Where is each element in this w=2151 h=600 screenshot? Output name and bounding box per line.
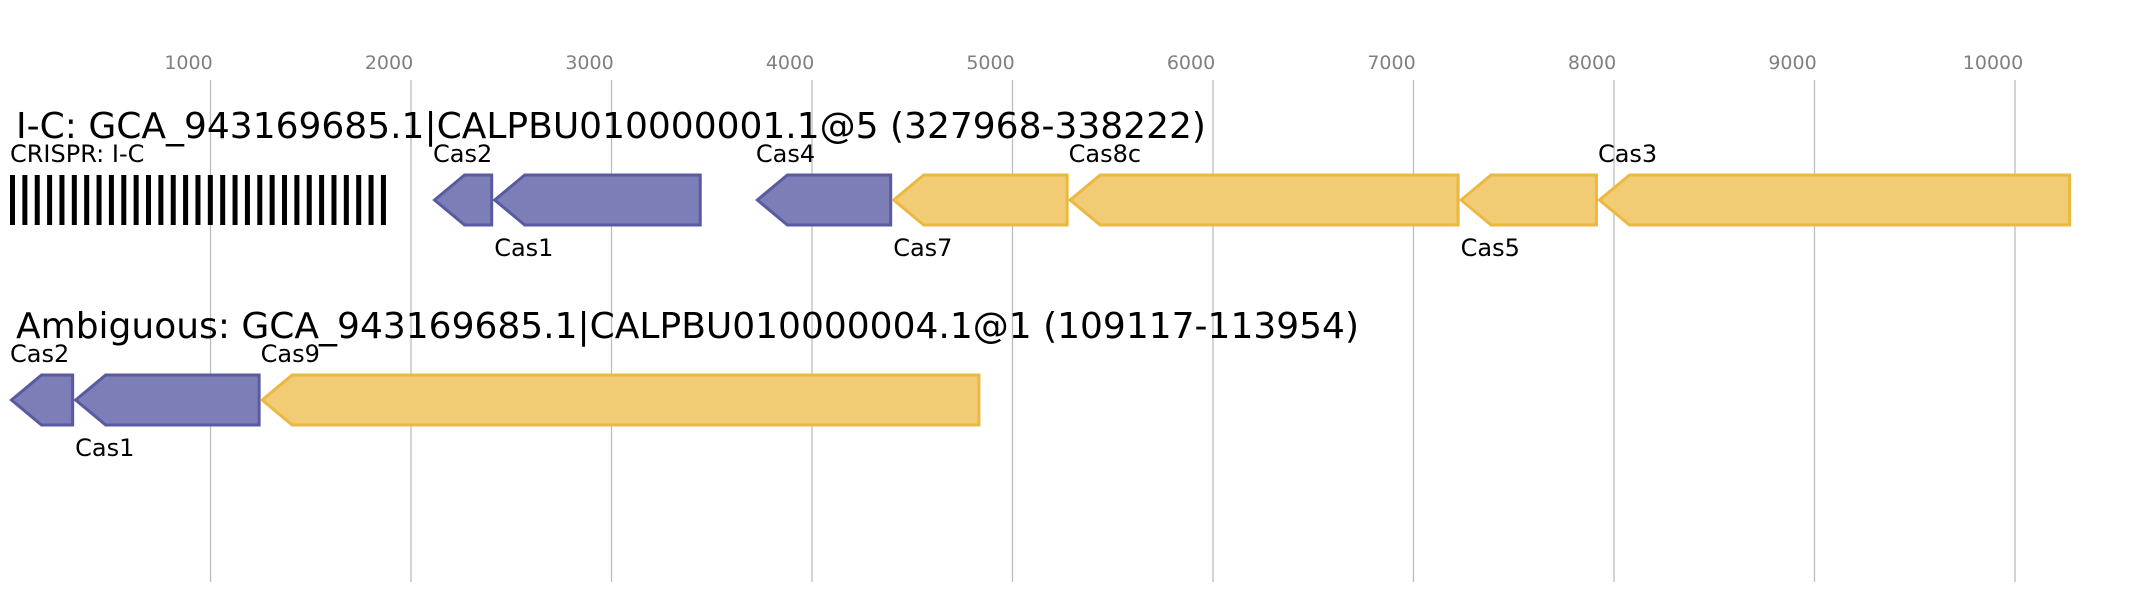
- tick-label: 4000: [766, 52, 814, 74]
- crispr-repeat: [207, 175, 213, 225]
- crispr-repeat: [220, 175, 226, 225]
- tick-label: 2000: [365, 52, 413, 74]
- crispr-repeat: [133, 175, 139, 225]
- crispr-repeat: [170, 175, 176, 225]
- crispr-label: CRISPR: I-C: [10, 140, 144, 168]
- gene-label: Cas2: [433, 140, 492, 168]
- crispr-repeat: [282, 175, 288, 225]
- crispr-repeat: [356, 175, 362, 225]
- gene-cas3-arrow: [1597, 173, 2072, 227]
- tick-label: 8000: [1568, 52, 1616, 74]
- gene-cas9-arrow: [259, 373, 981, 427]
- crispr-repeat: [158, 175, 164, 225]
- track-layer: I-C: GCA_943169685.1|CALPBU010000001.1@5…: [9, 106, 2072, 462]
- tick-label: 7000: [1367, 52, 1415, 74]
- crispr-repeat: [319, 175, 325, 225]
- gene-label: Cas2: [10, 340, 69, 368]
- tick-layer: 1000 2000 3000 4000 5000 6000 7000 8000 9000 1000…: [164, 52, 2023, 74]
- crispr-repeat: [195, 175, 201, 225]
- crispr-repeat: [380, 175, 386, 225]
- gene-cas2-arrow: [432, 173, 494, 227]
- crispr-repeat: [22, 175, 28, 225]
- grid-layer: [209, 80, 2016, 582]
- crispr-repeat: [84, 175, 90, 225]
- gene-label: Cas7: [893, 234, 952, 262]
- gene-label: Cas3: [1598, 140, 1657, 168]
- crispr-repeat: [47, 175, 53, 225]
- tick-label: 10000: [1963, 52, 2023, 74]
- gene-cas1-arrow: [492, 173, 702, 227]
- track-1: I-C: GCA_943169685.1|CALPBU010000001.1@5…: [10, 106, 2072, 262]
- gene-label: Cas1: [75, 434, 134, 462]
- gene-label: Cas1: [494, 234, 553, 262]
- crispr-repeat: [331, 175, 337, 225]
- tick-label: 5000: [966, 52, 1014, 74]
- tick-label: 6000: [1167, 52, 1215, 74]
- crispr-repeat: [121, 175, 127, 225]
- crispr-array: CRISPR: I-C: [10, 140, 386, 225]
- gene-cas5-arrow: [1458, 173, 1598, 227]
- gene-cas1-arrow: [73, 373, 261, 427]
- crispr-repeat: [10, 175, 15, 225]
- gene-label: Cas5: [1461, 234, 1520, 262]
- tick-label: 3000: [565, 52, 613, 74]
- crispr-repeat: [257, 175, 263, 225]
- gene-cas8c-arrow: [1067, 173, 1460, 227]
- gene-label: Cas4: [756, 140, 815, 168]
- crispr-repeat: [306, 175, 312, 225]
- crispr-repeat: [343, 175, 349, 225]
- crispr-repeat: [294, 175, 300, 225]
- track-title: Ambiguous: GCA_943169685.1|CALPBU0100000…: [16, 306, 1359, 347]
- crispr-repeat: [244, 175, 250, 225]
- gene-label: Cas9: [261, 340, 320, 368]
- crispr-repeat: [183, 175, 189, 225]
- crispr-repeat: [269, 175, 275, 225]
- crispr-repeat: [232, 175, 238, 225]
- track-2: Ambiguous: GCA_943169685.1|CALPBU0100000…: [9, 306, 1359, 462]
- gene-cas2-arrow: [9, 373, 75, 427]
- crispr-repeat: [146, 175, 152, 225]
- tick-label: 9000: [1768, 52, 1816, 74]
- crispr-repeat: [108, 175, 114, 225]
- track-title: I-C: GCA_943169685.1|CALPBU010000001.1@5…: [16, 106, 1206, 147]
- crispr-repeat: [59, 175, 65, 225]
- crispr-repeat: [96, 175, 102, 225]
- gene-cas7-arrow: [891, 173, 1069, 227]
- crispr-repeat: [368, 175, 374, 225]
- tick-label: 1000: [164, 52, 212, 74]
- crispr-repeat: [71, 175, 77, 225]
- gene-label: Cas8c: [1069, 140, 1141, 168]
- crispr-repeat: [34, 175, 40, 225]
- gene-cas4-arrow: [755, 173, 893, 227]
